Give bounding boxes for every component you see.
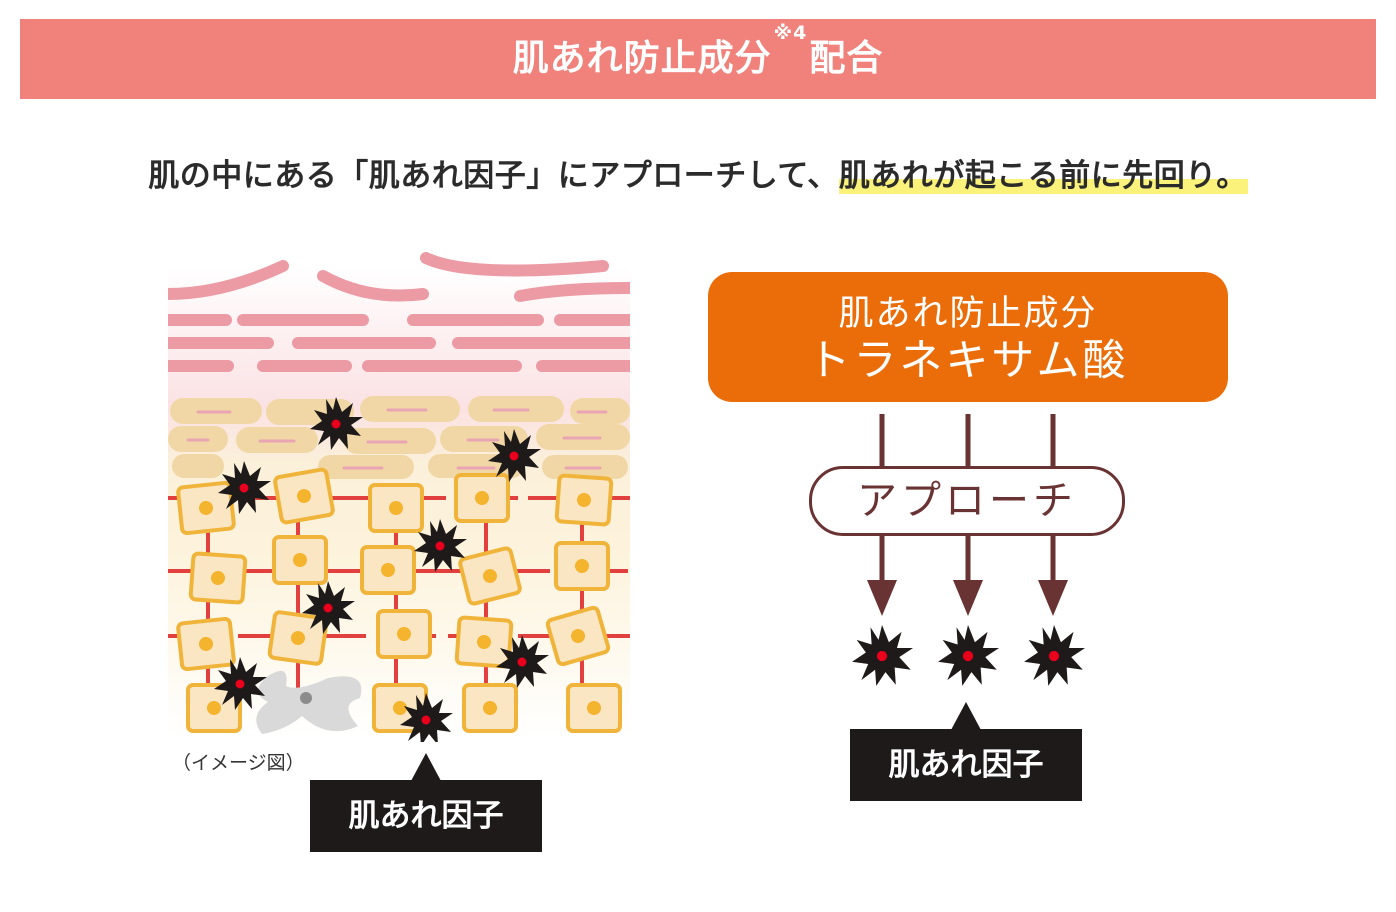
lead-main: 肌の中にある「肌あれ因子」にアプローチして、 <box>148 158 839 194</box>
factor-label-left: 肌あれ因子 <box>310 753 542 852</box>
banner-footnote-mark: ※4 <box>773 22 808 44</box>
header-banner: 肌あれ防止成分※4配合 <box>20 19 1376 99</box>
approach-arrows <box>852 414 1086 686</box>
lead-text: 肌の中にある「肌あれ因子」にアプローチして、肌あれが起こる前に先回り。 <box>0 150 1396 195</box>
approach-label: アプローチ <box>809 466 1125 536</box>
arrow-heads <box>867 580 1068 616</box>
skin-cross-section-illustration <box>168 252 630 742</box>
banner-title-suffix: 配合 <box>809 38 884 79</box>
ingredient-category: 肌あれ防止成分 <box>838 294 1098 334</box>
factor-label-right: 肌あれ因子 <box>850 702 1082 801</box>
banner-title: 肌あれ防止成分 <box>512 38 772 79</box>
gray-cell-nucleus <box>300 692 312 704</box>
illustration-caption: （イメージ図） <box>172 752 305 774</box>
ingredient-name: トラネキサム酸 <box>807 336 1129 386</box>
ingredient-box: 肌あれ防止成分 トラネキサム酸 <box>708 272 1228 402</box>
target-factor-icons <box>852 624 1086 686</box>
stratum-corneum-layers <box>168 252 630 372</box>
lead-highlight: 肌あれが起こる前に先回り。 <box>838 158 1248 194</box>
